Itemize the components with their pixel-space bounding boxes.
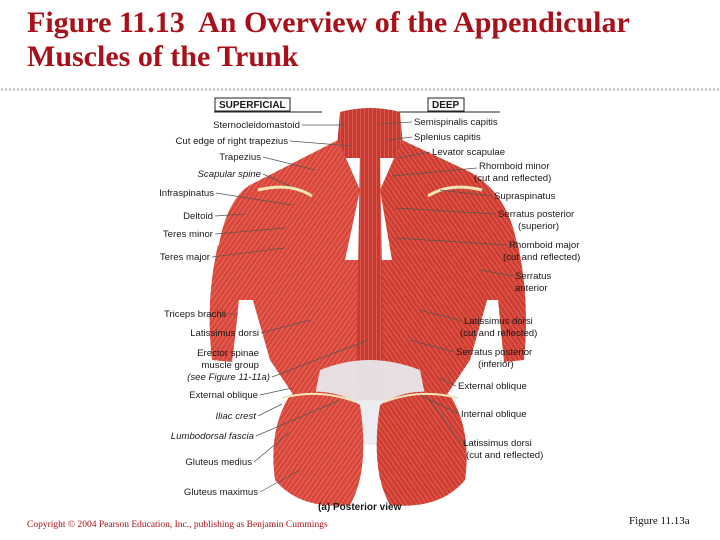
label-serratus-posterior-inferior: Serratus posterior <box>456 347 533 358</box>
leader-line <box>439 377 457 387</box>
label-rhomboid-major-note: (cut and reflected) <box>503 252 580 263</box>
leader-line <box>479 269 514 277</box>
leader-line <box>259 387 293 396</box>
leader-line <box>259 469 301 493</box>
label-latissimus-dorsi: Latissimus dorsi <box>190 328 259 339</box>
label-serratus-posterior-superior-note: (superior) <box>518 221 559 232</box>
leader-line <box>214 213 246 217</box>
slide-title: Figure 11.13 An Overview of the Appendic… <box>27 6 707 74</box>
label-serratus-anterior-line2: anterior <box>515 283 548 294</box>
copyright-notice: Copyright © 2004 Pearson Education, Inc.… <box>27 520 328 530</box>
label-see-figure-11-11a: (see Figure 11-11a) <box>187 372 270 383</box>
label-serratus-posterior-superior: Serratus posterior <box>498 209 575 220</box>
leader-line <box>439 189 493 197</box>
label-teres-minor: Teres minor <box>163 229 214 240</box>
leader-line <box>387 136 413 141</box>
label-serratus-anterior: Serratus <box>515 271 551 282</box>
label-lumbodorsal-fascia: Lumbodorsal fascia <box>171 431 254 442</box>
leader-line <box>215 192 293 206</box>
leader-line <box>391 167 478 177</box>
label-erector-spinae: Erector spinae <box>197 348 259 359</box>
label-deltoid: Deltoid <box>183 211 213 222</box>
superficial-header: SUPERFICIAL <box>214 97 322 113</box>
label-levator-scapulae: Levator scapulae <box>432 147 505 158</box>
label-iliac-crest: Iliac crest <box>215 411 256 422</box>
figure-reference: Figure 11.13a <box>629 515 690 527</box>
dotted-divider <box>0 88 720 91</box>
leader-line <box>397 151 431 159</box>
deep-labels: Semispinalis capitis Splenius capitis Le… <box>379 117 580 461</box>
label-supraspinatus: Supraspinatus <box>494 191 556 202</box>
leader-line <box>257 403 283 417</box>
view-caption: (a) Posterior view <box>318 502 402 513</box>
label-scapular-spine: Scapular spine <box>198 169 261 180</box>
leader-line <box>260 319 311 334</box>
label-latissimus-dorsi-deep-lower: Latissimus dorsi <box>463 438 532 449</box>
label-muscle-group: muscle group <box>201 360 259 371</box>
label-gluteus-maximus: Gluteus maximus <box>184 487 258 498</box>
label-rhomboid-minor: Rhomboid minor <box>479 161 550 172</box>
label-latissimus-dorsi-deep-note: (cut and reflected) <box>460 328 537 339</box>
label-latissimus-dorsi-deep-lower-note: (cut and reflected) <box>466 450 543 461</box>
leader-line <box>409 339 455 353</box>
label-cut-edge-right-trapezius: Cut edge of right trapezius <box>175 136 288 147</box>
label-rhomboid-major: Rhomboid major <box>509 240 580 251</box>
leader-line <box>253 431 291 463</box>
leader-line <box>419 394 460 415</box>
label-infraspinatus: Infraspinatus <box>159 188 214 199</box>
leader-line <box>255 399 341 437</box>
leader-line <box>394 237 508 246</box>
label-triceps-brachii: Triceps brachii <box>164 309 226 320</box>
label-teres-major: Teres major <box>160 252 211 263</box>
label-sternocleidomastoid: Sternocleidomastoid <box>213 120 300 131</box>
slide-title-line-2: Muscles of the Trunk <box>27 40 299 73</box>
leader-line <box>211 247 286 258</box>
leader-line <box>289 140 353 147</box>
label-rhomboid-minor-note: (cut and reflected) <box>474 173 551 184</box>
label-gluteus-medius: Gluteus medius <box>185 457 252 468</box>
leader-line <box>419 309 463 322</box>
superficial-labels: Sternocleidomastoid Cut edge of right tr… <box>159 120 369 498</box>
leader-line <box>262 173 291 187</box>
leader-line <box>394 207 497 215</box>
label-trapezius: Trapezius <box>219 152 261 163</box>
label-latissimus-dorsi-deep: Latissimus dorsi <box>464 316 533 327</box>
superficial-header-label: SUPERFICIAL <box>219 100 286 111</box>
label-splenius-capitis: Splenius capitis <box>414 132 481 143</box>
slide-title-line-1: Figure 11.13 An Overview of the Appendic… <box>27 6 630 39</box>
leader-line <box>429 399 462 444</box>
deep-header: DEEP <box>394 97 500 113</box>
label-external-oblique-deep: External oblique <box>458 381 527 392</box>
label-external-oblique: External oblique <box>189 390 258 401</box>
deep-header-label: DEEP <box>432 100 460 111</box>
label-internal-oblique: Internal oblique <box>461 409 527 420</box>
leader-line <box>214 227 286 235</box>
leader-line <box>262 156 316 171</box>
leader-line <box>271 339 369 378</box>
leader-line <box>379 121 413 125</box>
label-semispinalis-capitis: Semispinalis capitis <box>414 117 498 128</box>
label-serratus-posterior-inferior-note: (inferior) <box>478 359 514 370</box>
